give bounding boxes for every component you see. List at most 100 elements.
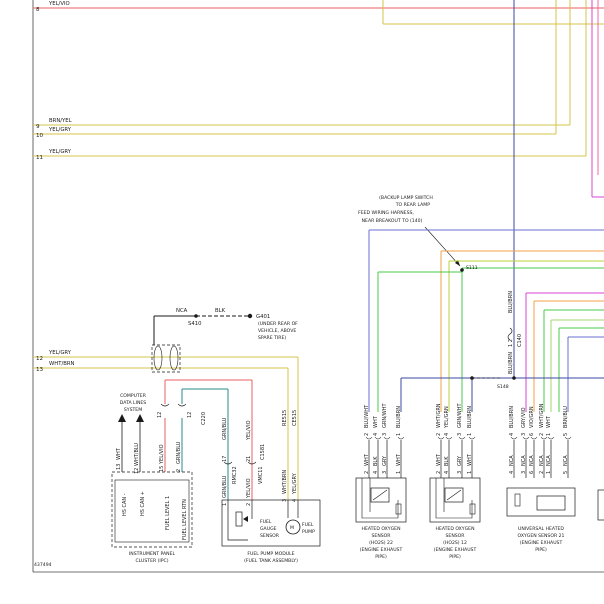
hs-can-minus-arrow-icon (118, 414, 126, 422)
c140-connector-label: C140 (517, 334, 523, 347)
uos21-top-pin-5: 5 (563, 433, 569, 436)
fpm-pin-2: YEL/VIO 21 YEL/VIO 2 VMC11 (246, 420, 264, 506)
ground-location-1: (UNDER REAR OF (258, 321, 298, 327)
ipc-connector-pin-a: 12 (157, 412, 163, 418)
ho2s12-bottom-wire-2: GRY (457, 455, 463, 466)
fpm-pin-3-wire: WHT/BRN (282, 470, 288, 494)
ipc-block: INSTRUMENT PANEL CLUSTER (IPC) (111, 471, 193, 564)
ipc-pin-15-function: FUEL LEVEL 1 (165, 496, 171, 530)
fpm-pin-2-wire: YEL/VIO (246, 420, 252, 441)
splice-s111-label: S111 (466, 265, 478, 271)
fpm-pin-2-wire-lower: YEL/VIO (246, 478, 252, 499)
ipc-pin-13-function: HS CAN - (122, 493, 128, 516)
ho2s22-connector-wiggle (383, 436, 391, 440)
ho2s22-top-wire-2: GRN/WHT (382, 403, 388, 428)
ho2s12-connector-wiggle (468, 436, 476, 440)
ho2s22-top-pin-0: 2 (364, 433, 370, 436)
ho2s12-bottom-pin-0: 2 (436, 471, 442, 474)
ipc-pin-fuel-level-1: YEL/VIO 15 FUEL LEVEL 1 (159, 444, 171, 530)
sensor-connectors (365, 436, 572, 478)
wire-9-number: 9 (36, 124, 40, 130)
uos21-top-wire-1: GRY/VIO (521, 407, 527, 428)
fpm-gauge-label-3: SENSOR (260, 533, 280, 539)
ground-wire-ref: NCA (176, 308, 188, 314)
cdl-line-3: SYSTEM (124, 407, 142, 413)
wire-10: 10 YEL/GRY (33, 127, 556, 139)
ho2s22-name-1: HEATED OXYGEN (361, 526, 400, 532)
ground-location-2: VEHICLE, ABOVE (258, 328, 296, 334)
shield-loop-right (169, 345, 179, 371)
fuel-pump-module: FUEL PUMP MODULE (FUEL TANK ASSEMBLY) FU… (221, 499, 321, 564)
ipc-pin-fuel-level-rtn: GRN/BLU 2 FUEL LEVEL RTN (176, 441, 188, 540)
ho2s12-top-wire-3: BLU/BRN (467, 406, 473, 428)
ho2s22-top-wire-1: WHT (373, 415, 379, 428)
ho2s12-name-3: (HO2S) 12 (443, 540, 467, 546)
wire-10-label: YEL/GRY (48, 127, 72, 133)
ho2s12-top-wire-1: YEL/GRN (444, 406, 450, 429)
hs-can-plus-arrow-icon (136, 414, 144, 422)
uos21-name-4: PIPE) (535, 547, 547, 553)
uos21-bottom-pin-5: 5 (563, 471, 569, 474)
uos21-bottom-pin-2: 6 (529, 471, 535, 474)
harness-note-line-2: TO REAR LAMP (395, 202, 431, 208)
cdl-line-2: DATA LINES (120, 400, 147, 406)
ho2s22-bottom-wire-2: GRY (382, 455, 388, 466)
harness-note-line-3: FEED WIRING HARNESS, (358, 210, 414, 216)
ho2s22-bottom-wire-1: BLK (373, 456, 379, 466)
uos21-top-wire-0: BLU/BRN (509, 406, 515, 428)
splice-s410-label: S410 (188, 321, 202, 327)
ground-id: G401 (256, 314, 270, 320)
ho2s22-name-3: (HO2S) 22 (369, 540, 393, 546)
ho2s12-name-4: (ENGINE EXHAUST (434, 547, 477, 553)
ho2s22-name-4: (ENGINE EXHAUST (360, 547, 403, 553)
ho2s12-top-wire-2: GRN/WHT (457, 403, 463, 428)
harness-note-line-4: NEAR BREAKOUT TO (140) (362, 218, 423, 224)
wire-9-label: BRN/YEL (49, 118, 72, 124)
ipc-pin-2-wire: GRN/BLU (176, 441, 182, 464)
ho2s12-top-pin-1: 4 (444, 433, 450, 436)
fpm-pin-1-term: RMC32 (232, 466, 238, 484)
ho2s12-connector-wiggle (458, 436, 466, 440)
ipc-pin-12-wire: WHT/BLU (134, 443, 140, 466)
ipc-pin-12-function: HS CAN + (140, 491, 146, 516)
uos21-top-pin-1: 3 (521, 433, 527, 436)
wire-11: 11 YEL/GRY (33, 149, 586, 161)
wire-11-label: YEL/GRY (48, 149, 72, 155)
uos21-connector-wiggle (530, 436, 538, 440)
ho2s-12-heater-icon (469, 503, 476, 515)
splice-s148-label: S148 (497, 384, 509, 390)
fuel-pump-motor-icon (285, 519, 301, 535)
fpm-pin-3: RE515 WHT/BRN 3 (282, 410, 288, 502)
fpm-pin-1-wire: GRN/BLU (222, 417, 228, 440)
fpm-name-2: (FUEL TANK ASSEMBLY) (244, 558, 298, 564)
ho2s22-bottom-pin-2: 3 (382, 471, 388, 474)
ho2s12-bottom-wire-1: BLK (444, 456, 450, 466)
fpm-pin-1-number: 1 (222, 503, 228, 506)
shield-box (151, 344, 181, 373)
ho2s-feed-wires: S111 (368, 229, 604, 412)
ground-g401: NCA BLK S410 G401 (UNDER REAR OF VEHICLE… (153, 308, 298, 345)
uos21-top-pin-3: 2 (539, 433, 545, 436)
ho2s12-top-pin-2: 3 (457, 433, 463, 436)
fpm-pin-2-conn: 21 (246, 456, 252, 462)
wire-8-label: YEL/VIO (48, 1, 70, 7)
ho2s22-name-5: PIPE) (375, 554, 387, 560)
shield-loop-left (153, 345, 163, 371)
ipc-pin-15-wire: YEL/VIO (159, 444, 165, 465)
ho2s-12-sensor-icon (444, 487, 464, 503)
fpm-name-1: FUEL PUMP MODULE (247, 551, 294, 557)
fuel-level-wires: 12 12 C220 C1581 (157, 379, 266, 500)
c140-blu-brn: BLU/BRN 1 2 C140 BLU/BRN S148 (400, 291, 604, 412)
c140-bottom-wire-label: BLU/BRN (508, 352, 514, 374)
ipc-pin-13-wire: WHT (116, 447, 122, 460)
ho2s12-bottom-wire-0: WHT (436, 453, 442, 466)
ho2s22-bottom-pin-1: 4 (373, 471, 379, 474)
ho2s12-connector-wiggle (445, 436, 453, 440)
uos21-connector-wiggle (510, 436, 518, 440)
ho2s12-top-wire-0: WHT/GRN (436, 403, 442, 428)
uos-21-heater-icon (514, 493, 521, 507)
ho2s22-top-wire-3: BLU/BRN (396, 406, 402, 428)
wire-13-label: WHT/BRN (49, 361, 75, 367)
ipc-pin-hs-can-plus: WHT/BLU 12 HS CAN + (134, 443, 146, 516)
cdl-line-1: COMPUTER (120, 393, 147, 399)
